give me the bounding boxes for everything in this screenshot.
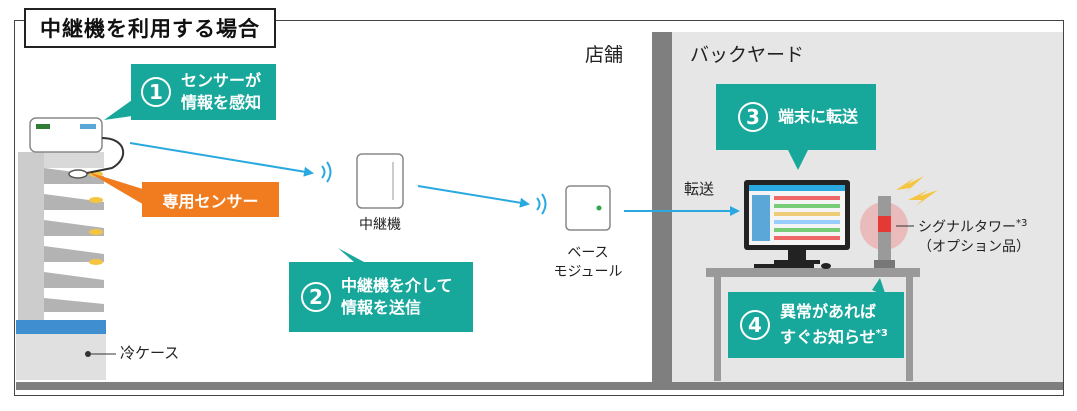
step4-footnote-mark: *3	[875, 328, 888, 340]
base-module-label-line1: ベース	[567, 245, 609, 261]
signal-tower-label-text: シグナルタワー	[918, 219, 1016, 236]
lightning-icon	[896, 176, 938, 206]
step1-callout: 1 センサーが 情報を感知	[131, 64, 276, 120]
step1-line2: 情報を感知	[181, 93, 262, 112]
numbered-circle-icon: 2	[301, 282, 331, 312]
step2-pointer	[338, 248, 364, 262]
step2-line1: 中継機を介して	[341, 276, 453, 295]
desk	[706, 268, 920, 381]
wifi-signal-icon	[536, 193, 547, 215]
base-module-device	[565, 185, 611, 231]
step4-pointer	[872, 278, 886, 296]
signal-tower-footnote-mark: *3	[1016, 218, 1028, 229]
numbered-circle-icon: 4	[740, 310, 770, 340]
signal-tower-label-line1: シグナルタワー*3	[918, 214, 1030, 238]
step4-line2: すぐお知らせ*3	[780, 323, 888, 348]
step4-line1: 異常があれば	[780, 302, 877, 322]
floor-line	[16, 382, 1063, 390]
step3-line1: 端末に転送	[778, 107, 859, 126]
cold-case-label: 冷ケース	[120, 344, 180, 362]
monitor-terminal	[744, 180, 850, 269]
signal-tower-label-line2: （オプション品）	[918, 238, 1030, 255]
repeater-device	[356, 153, 404, 209]
zone-label-store: 店舗	[585, 44, 624, 66]
repeater-label: 中継機	[359, 217, 401, 233]
dedicated-sensor-label: 専用センサー	[142, 182, 279, 217]
cold-case-illustration	[16, 152, 116, 380]
signal-tower	[860, 196, 914, 268]
step1-line1: センサーが	[181, 71, 262, 90]
zone-label-backyard: バックヤード	[690, 44, 805, 66]
step2-line2: 情報を送信	[341, 298, 422, 317]
step4-callout: 4 異常があれば すぐお知らせ*3	[728, 292, 904, 358]
diagram-title: 中継機を利用する場合	[24, 8, 276, 48]
sensor-tag-pointer	[88, 172, 146, 206]
base-module-label: ベース モジュール	[546, 244, 630, 282]
step3-callout: 3 端末に転送	[716, 84, 876, 150]
step3-pointer	[788, 150, 808, 170]
numbered-circle-icon: 1	[141, 77, 171, 107]
flow-arrow-repeater-to-base	[417, 185, 530, 208]
step4-line2-text: すぐお知らせ	[780, 327, 876, 347]
wifi-signal-icon	[321, 161, 332, 183]
step1-pointer	[104, 100, 132, 120]
step2-callout: 2 中継機を介して 情報を送信	[289, 262, 473, 332]
sensor-device	[29, 117, 125, 179]
base-module-label-line2: モジュール	[553, 264, 623, 280]
transfer-label: 転送	[684, 180, 715, 198]
flow-arrow-sensor-to-repeater	[129, 142, 314, 177]
signal-tower-label: シグナルタワー*3 （オプション品）	[918, 214, 1030, 257]
numbered-circle-icon: 3	[738, 102, 768, 132]
